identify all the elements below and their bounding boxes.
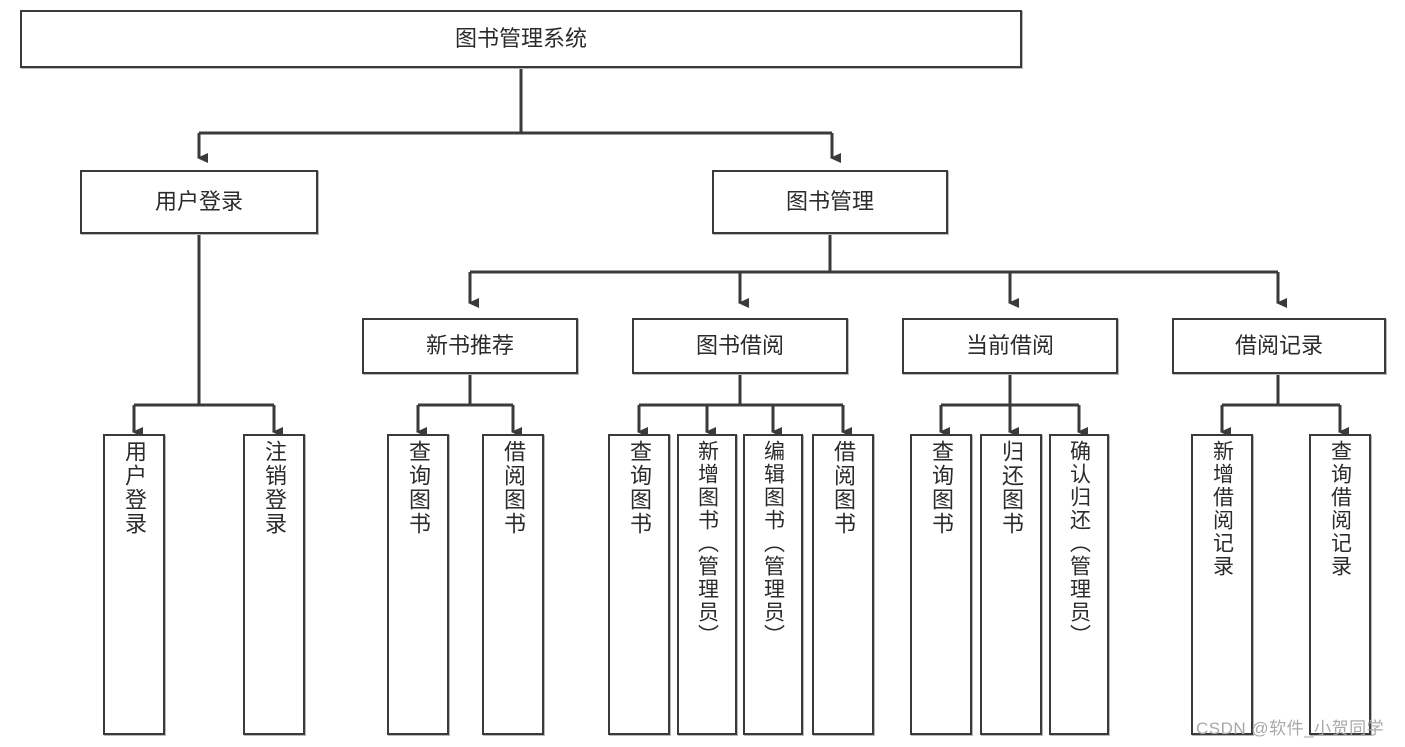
node-borrow-record[interactable]: 借阅记录: [1172, 318, 1386, 374]
node-label: 借阅记录: [1234, 333, 1323, 359]
csdn-watermark: CSDN @软件_小贺同学: [1196, 719, 1385, 738]
node-label: 查询图书: [627, 440, 652, 536]
node-new-book-recommend[interactable]: 新书推荐: [362, 318, 578, 374]
node-label: 查询借阅记录: [1328, 440, 1352, 578]
leaf-user-login[interactable]: 用户登录: [103, 434, 165, 735]
leaf-borrow-book-2[interactable]: 借阅图书: [812, 434, 874, 735]
node-label: 归还图书: [999, 440, 1024, 536]
leaf-add-record[interactable]: 新增借阅记录: [1191, 434, 1253, 735]
node-book-management[interactable]: 图书管理: [712, 170, 948, 234]
node-label: 新书推荐: [425, 333, 514, 359]
node-label: 新增图书（管理员）: [695, 440, 719, 647]
node-label: 查询图书: [406, 440, 431, 536]
node-label: 用户登录: [122, 440, 147, 536]
node-user-login[interactable]: 用户登录: [80, 170, 318, 234]
node-label: 图书管理系统: [454, 26, 587, 52]
leaf-logout-login[interactable]: 注销登录: [243, 434, 305, 735]
leaf-edit-book[interactable]: 编辑图书（管理员）: [743, 434, 803, 735]
leaf-query-book-3[interactable]: 查询图书: [910, 434, 972, 735]
node-label: 确认归还（管理员）: [1067, 440, 1091, 647]
node-label: 当前借阅: [965, 333, 1054, 359]
node-current-borrow[interactable]: 当前借阅: [902, 318, 1118, 374]
leaf-borrow-book-1[interactable]: 借阅图书: [482, 434, 544, 735]
node-label: 新增借阅记录: [1210, 440, 1234, 578]
leaf-query-record[interactable]: 查询借阅记录: [1309, 434, 1371, 735]
node-book-borrow[interactable]: 图书借阅: [632, 318, 848, 374]
node-label: 图书借阅: [695, 333, 784, 359]
node-label: 查询图书: [929, 440, 954, 536]
node-label: 用户登录: [154, 189, 243, 215]
leaf-query-book-2[interactable]: 查询图书: [608, 434, 670, 735]
node-label: 编辑图书（管理员）: [761, 440, 785, 647]
node-label: 图书管理: [785, 189, 874, 215]
node-label: 借阅图书: [501, 440, 526, 536]
leaf-return-book[interactable]: 归还图书: [980, 434, 1042, 735]
node-label: 借阅图书: [831, 440, 856, 536]
node-label: 注销登录: [262, 440, 287, 536]
leaf-add-book[interactable]: 新增图书（管理员）: [677, 434, 737, 735]
node-root-book-management-system[interactable]: 图书管理系统: [20, 10, 1022, 68]
leaf-query-book-1[interactable]: 查询图书: [387, 434, 449, 735]
leaf-confirm-return[interactable]: 确认归还（管理员）: [1049, 434, 1109, 735]
